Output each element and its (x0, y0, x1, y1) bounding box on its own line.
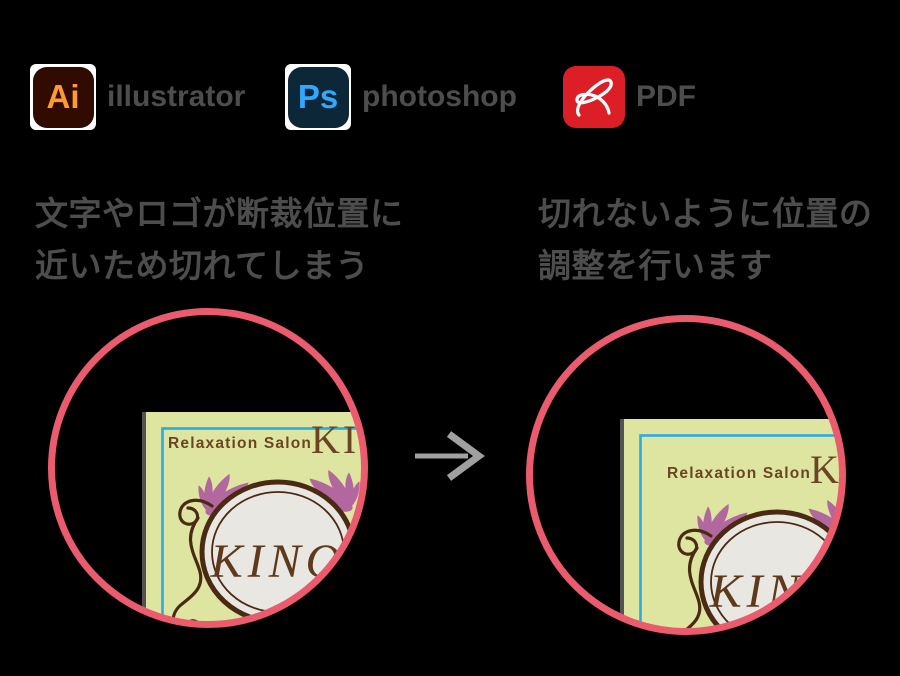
brand-text: KINO (810, 447, 846, 492)
salon-label-text: Relaxation Salon (667, 465, 811, 482)
caption-before-line1: 文字やロゴが断裁位置に (35, 195, 404, 232)
pdf-icon (563, 66, 625, 128)
magnifier-ring (526, 315, 846, 635)
app-pdf: PDF (563, 66, 696, 128)
caption-after-line1: 切れないように位置の (538, 195, 873, 232)
illustrator-label: illustrator (107, 80, 246, 113)
logo-text: KINO (210, 535, 346, 588)
flyer-card: Relaxation Salon KINO (142, 412, 365, 625)
arrow-right-icon (415, 431, 485, 481)
card-edge (620, 419, 624, 632)
app-illustrator: Ai illustrator (30, 64, 245, 130)
magnifier-after: Relaxation Salon KINO (526, 315, 846, 635)
card-edge (142, 412, 146, 625)
flyer-card: Relaxation Salon KINO (620, 419, 846, 632)
logo-medallion: KINO (698, 509, 845, 632)
photoshop-icon: Ps (285, 64, 351, 130)
illustrator-icon: Ai (30, 64, 96, 130)
vine-ornament (670, 528, 713, 632)
photoshop-label: photoshop (362, 80, 517, 113)
illustrator-icon-glyph: Ai (32, 66, 94, 128)
app-photoshop: Ps photoshop (285, 64, 517, 130)
salon-label-text: Relaxation Salon (168, 435, 312, 452)
caption-after: 切れないように位置の 調整を行います (538, 188, 872, 292)
pdf-label: PDF (636, 80, 696, 113)
photoshop-icon-glyph: Ps (287, 66, 349, 128)
logo-medallion: KINO (199, 479, 357, 625)
caption-after-line2: 調整を行います (538, 247, 773, 284)
caption-before-line2: 近いため切れてしまう (35, 247, 370, 284)
magnifier-before: Relaxation Salon KINO (48, 308, 368, 628)
caption-before: 文字やロゴが断裁位置に 近いため切れてしまう (35, 188, 404, 292)
logo-text: KINO (709, 565, 845, 618)
acrobat-swoosh-icon (575, 78, 613, 117)
magnifier-ring (48, 308, 368, 628)
